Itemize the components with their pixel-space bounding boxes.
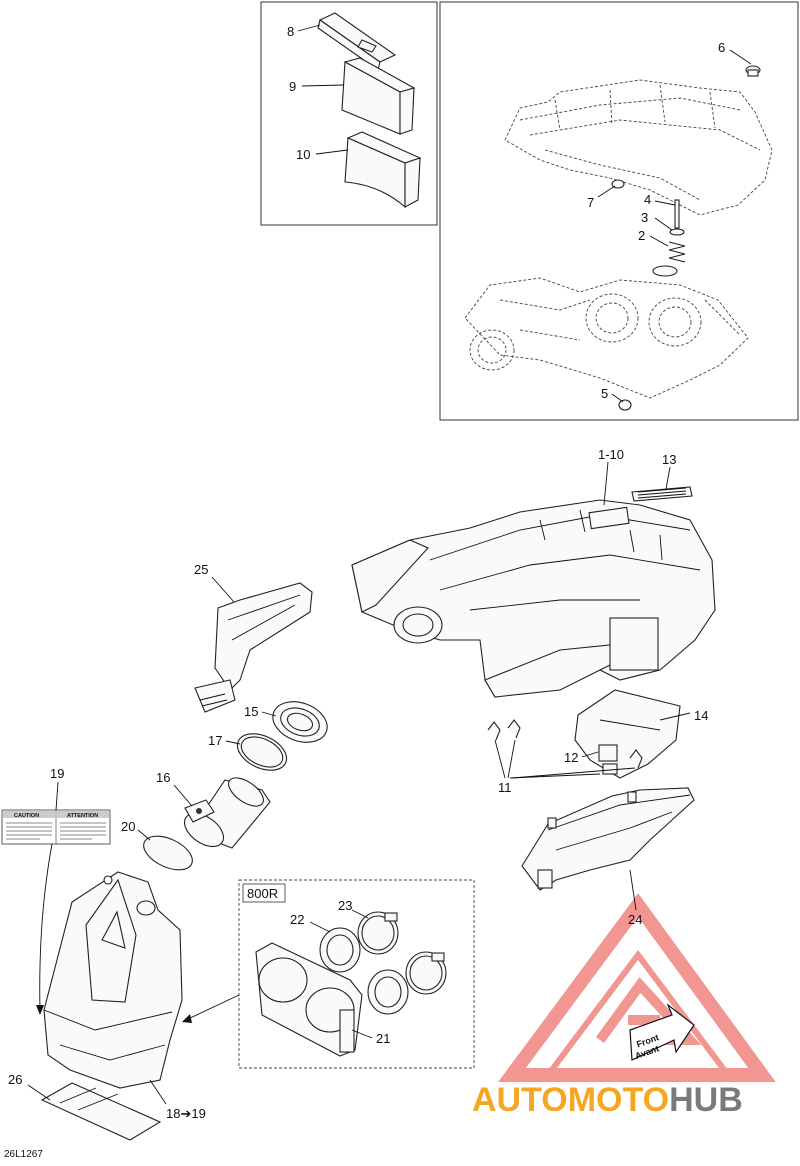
air-silencer-assembly <box>351 499 716 698</box>
callout-22: 22 <box>290 912 304 927</box>
coupler-15 <box>272 701 328 743</box>
callout-4: 4 <box>644 192 651 207</box>
callout-23: 23 <box>338 898 352 913</box>
clamp-17 <box>236 733 288 771</box>
warning-label-left-title: CAUTION <box>14 813 39 819</box>
warning-label-right-title: ATTENTION <box>67 813 98 819</box>
watermark-hub: HUB <box>669 1081 743 1119</box>
washer-3 <box>669 228 685 236</box>
clamp-23b <box>405 951 447 995</box>
heat-shield-14 <box>574 689 681 779</box>
grommet-5 <box>618 399 632 411</box>
adapter-plate-21 <box>255 942 363 1057</box>
callout-20: 20 <box>121 819 135 834</box>
callout-10: 10 <box>296 147 310 162</box>
callout-25: 25 <box>194 562 208 577</box>
callout-1-10: 1-10 <box>598 447 624 462</box>
callout-6: 6 <box>718 40 725 55</box>
callout-12: 12 <box>564 750 578 765</box>
callout-16: 16 <box>156 770 170 785</box>
warning-label-19: CAUTION ATTENTION <box>1 809 111 845</box>
variant-800r-box <box>238 879 475 1069</box>
watermark-text: AUTOMOTOHUB <box>472 1081 743 1119</box>
callout-13: 13 <box>662 452 676 467</box>
callout-8: 8 <box>287 24 294 39</box>
airbox-18 <box>43 871 183 1089</box>
spring-2 <box>668 241 686 263</box>
lower-duct-24 <box>521 787 695 891</box>
watermark-auto: AUTO <box>472 1081 568 1119</box>
clamp-23 <box>357 911 399 955</box>
silencer-upper-half <box>504 79 773 216</box>
bolt-4 <box>674 199 680 229</box>
grommet-6 <box>745 65 761 77</box>
svg-text:AUTOMOTOHUB: AUTOMOTOHUB <box>472 1081 743 1119</box>
filter-element-10 <box>344 131 422 209</box>
callout-24: 24 <box>628 912 642 927</box>
filter-kit-box <box>260 1 438 226</box>
callout-11: 11 <box>498 780 512 795</box>
o-ring-20 <box>143 835 193 871</box>
callout-15: 15 <box>244 704 258 719</box>
callout-9: 9 <box>289 79 296 94</box>
callout-17: 17 <box>208 733 222 748</box>
callout-18-19: 18➔19 <box>166 1106 206 1121</box>
callout-26: 26 <box>8 1072 22 1087</box>
callout-14: 14 <box>694 708 708 723</box>
clip-12 <box>598 744 618 775</box>
washer-base <box>652 265 678 277</box>
decal-13 <box>631 486 693 502</box>
coupler-22b <box>367 969 409 1015</box>
clips-11 <box>487 719 643 769</box>
callout-2: 2 <box>638 228 645 243</box>
silencer-kit-box <box>439 1 799 421</box>
drawing-code: 26L1267 <box>4 1149 43 1160</box>
intake-duct-25 <box>194 582 313 713</box>
pad-26 <box>40 1082 162 1141</box>
callout-5: 5 <box>601 386 608 401</box>
callout-7: 7 <box>587 195 594 210</box>
callout-21: 21 <box>376 1031 390 1046</box>
coupler-22 <box>319 927 361 973</box>
intake-tube-16 <box>183 777 271 849</box>
variant-label-800r: 800R <box>247 886 278 901</box>
watermark-moto: MOTO <box>568 1081 669 1119</box>
filter-element-9 <box>341 57 416 135</box>
silencer-lower-half <box>464 277 749 399</box>
callout-19: 19 <box>50 766 64 781</box>
callout-3: 3 <box>641 210 648 225</box>
